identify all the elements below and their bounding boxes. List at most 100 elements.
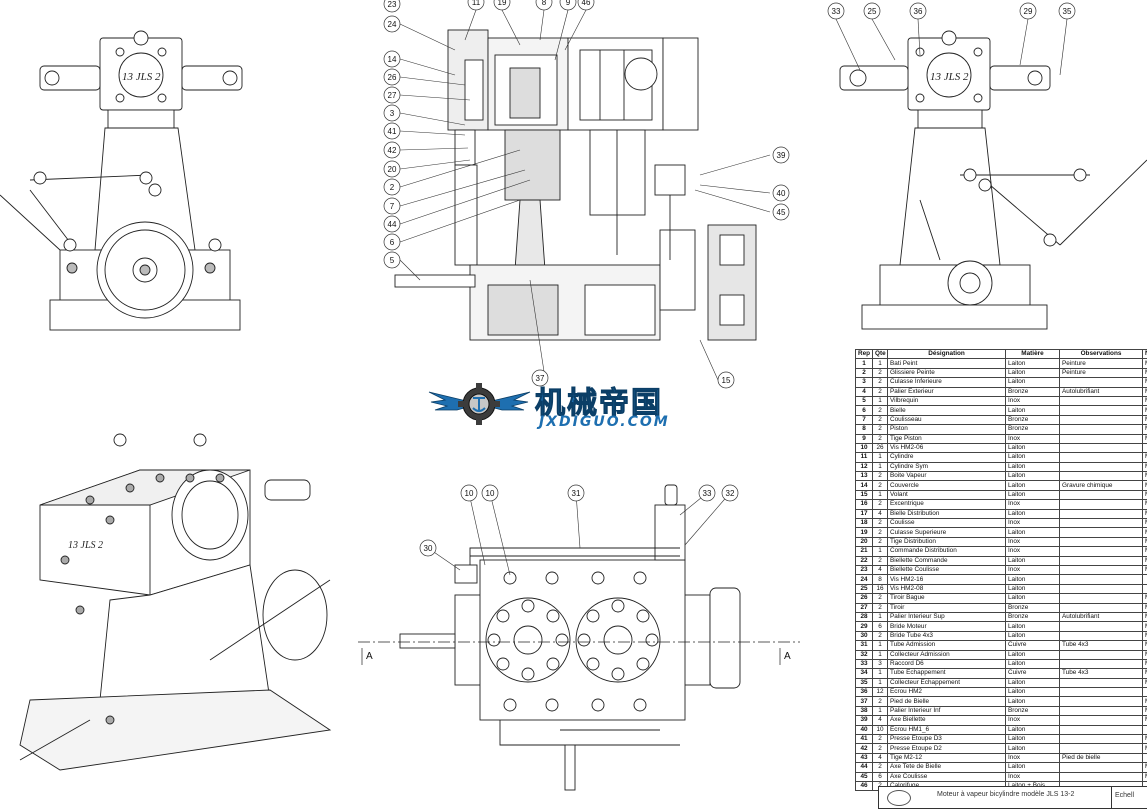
callout: 11 (468, 0, 484, 10)
callout: 19 (494, 0, 510, 10)
table-cell: 1 (873, 669, 888, 678)
table-cell: Coulisseau (888, 415, 1006, 424)
table-cell: 4 (873, 565, 888, 574)
callout: 40 (773, 185, 789, 201)
callout-label: 8 (542, 0, 547, 7)
table-cell: 12 (873, 688, 888, 697)
table-cell: M (1143, 772, 1147, 781)
table-row: 111CylindreLaitonM (856, 453, 1147, 462)
table-cell: 2 (873, 603, 888, 612)
table-cell: 4 (873, 509, 888, 518)
callout: 29 (1020, 3, 1036, 19)
callout-label: 11 (472, 0, 481, 7)
section-marker-left: A (366, 651, 373, 662)
table-cell: M (1143, 481, 1147, 490)
table-cell: Inox (1006, 716, 1060, 725)
table-cell: 25 (856, 584, 873, 593)
table-cell: M (1143, 387, 1147, 396)
table-cell: Inox (1006, 753, 1060, 762)
callout-label: 30 (424, 544, 433, 553)
table-cell: M (1143, 425, 1147, 434)
table-cell: M (1143, 406, 1147, 415)
table-cell: M (1143, 678, 1147, 687)
table-cell: 31 (856, 641, 873, 650)
table-cell: Tube 4x3 (1060, 641, 1143, 650)
callout-label: 2 (390, 183, 395, 192)
table-cell: Laiton (1006, 509, 1060, 518)
table-cell: Presse Etoupe D3 (888, 735, 1006, 744)
table-cell: Inox (1006, 500, 1060, 509)
table-row: 82PistonBronzeM (856, 425, 1147, 434)
callout: 10 (482, 485, 498, 501)
table-cell (1060, 725, 1143, 734)
watermark-url-text: JXDIGUO.COM (539, 414, 670, 430)
table-cell: Laiton (1006, 744, 1060, 753)
table-cell: M (1143, 556, 1147, 565)
callout-group-front-left: 23 24 14 26 27 3 41 42 20 2 7 44 6 5 (384, 0, 400, 268)
table-cell: 5 (856, 396, 873, 405)
table-cell: 14 (856, 481, 873, 490)
callout: 44 (384, 216, 400, 232)
table-cell: Laiton (1006, 472, 1060, 481)
table-cell: Excentrique (888, 500, 1006, 509)
callout-label: 46 (582, 0, 591, 7)
table-cell: Boite Vapeur (888, 472, 1006, 481)
callout-label: 23 (388, 0, 397, 9)
table-cell: 6 (873, 772, 888, 781)
table-cell: 13 (856, 472, 873, 481)
callout: 7 (384, 198, 400, 214)
table-cell: Laiton (1006, 594, 1060, 603)
callout-group-plan-top: 10 10 31 33 32 (461, 485, 738, 501)
callout-label: 6 (390, 238, 395, 247)
table-cell (1060, 453, 1143, 462)
table-cell: 2 (873, 500, 888, 509)
table-cell: M (1143, 519, 1147, 528)
table-cell: Bronze (1006, 387, 1060, 396)
table-cell (1060, 425, 1143, 434)
callout: 10 (461, 485, 477, 501)
callout-label: 41 (388, 127, 397, 136)
table-cell: Tube Admission (888, 641, 1006, 650)
table-cell: 18 (856, 519, 873, 528)
table-cell: Culasse Superieure (888, 528, 1006, 537)
table-cell (1060, 490, 1143, 499)
callout-label: 19 (498, 0, 507, 7)
table-cell: M (1143, 716, 1147, 725)
column-header: Désignation (888, 350, 1006, 359)
table-cell: 2 (873, 378, 888, 387)
table-cell: Inox (1006, 396, 1060, 405)
parts-list-table: RepQteDésignationMatièreObservationsN 11… (855, 349, 1147, 791)
table-cell (1060, 406, 1143, 415)
table-cell: 10 (873, 725, 888, 734)
table-cell (1060, 594, 1143, 603)
table-cell: 11 (856, 453, 873, 462)
table-cell: Autolubrifiant (1060, 612, 1143, 621)
table-cell: Inox (1006, 547, 1060, 556)
table-cell (1060, 509, 1143, 518)
table-cell: M (1143, 631, 1147, 640)
table-cell: 12 (856, 462, 873, 471)
callout-label: 36 (914, 7, 923, 16)
callout: 2 (384, 179, 400, 195)
table-row: 162ExcentriqueInoxM (856, 500, 1147, 509)
callout-label: 26 (388, 73, 397, 82)
table-cell: Palier Exterieur (888, 387, 1006, 396)
table-cell: 2 (873, 556, 888, 565)
table-cell: Bronze (1006, 706, 1060, 715)
table-cell: Laiton (1006, 359, 1060, 368)
table-cell: 22 (856, 556, 873, 565)
table-cell: Bronze (1006, 612, 1060, 621)
table-cell: Laiton (1006, 443, 1060, 452)
table-cell: 1 (873, 359, 888, 368)
table-cell (1060, 706, 1143, 715)
